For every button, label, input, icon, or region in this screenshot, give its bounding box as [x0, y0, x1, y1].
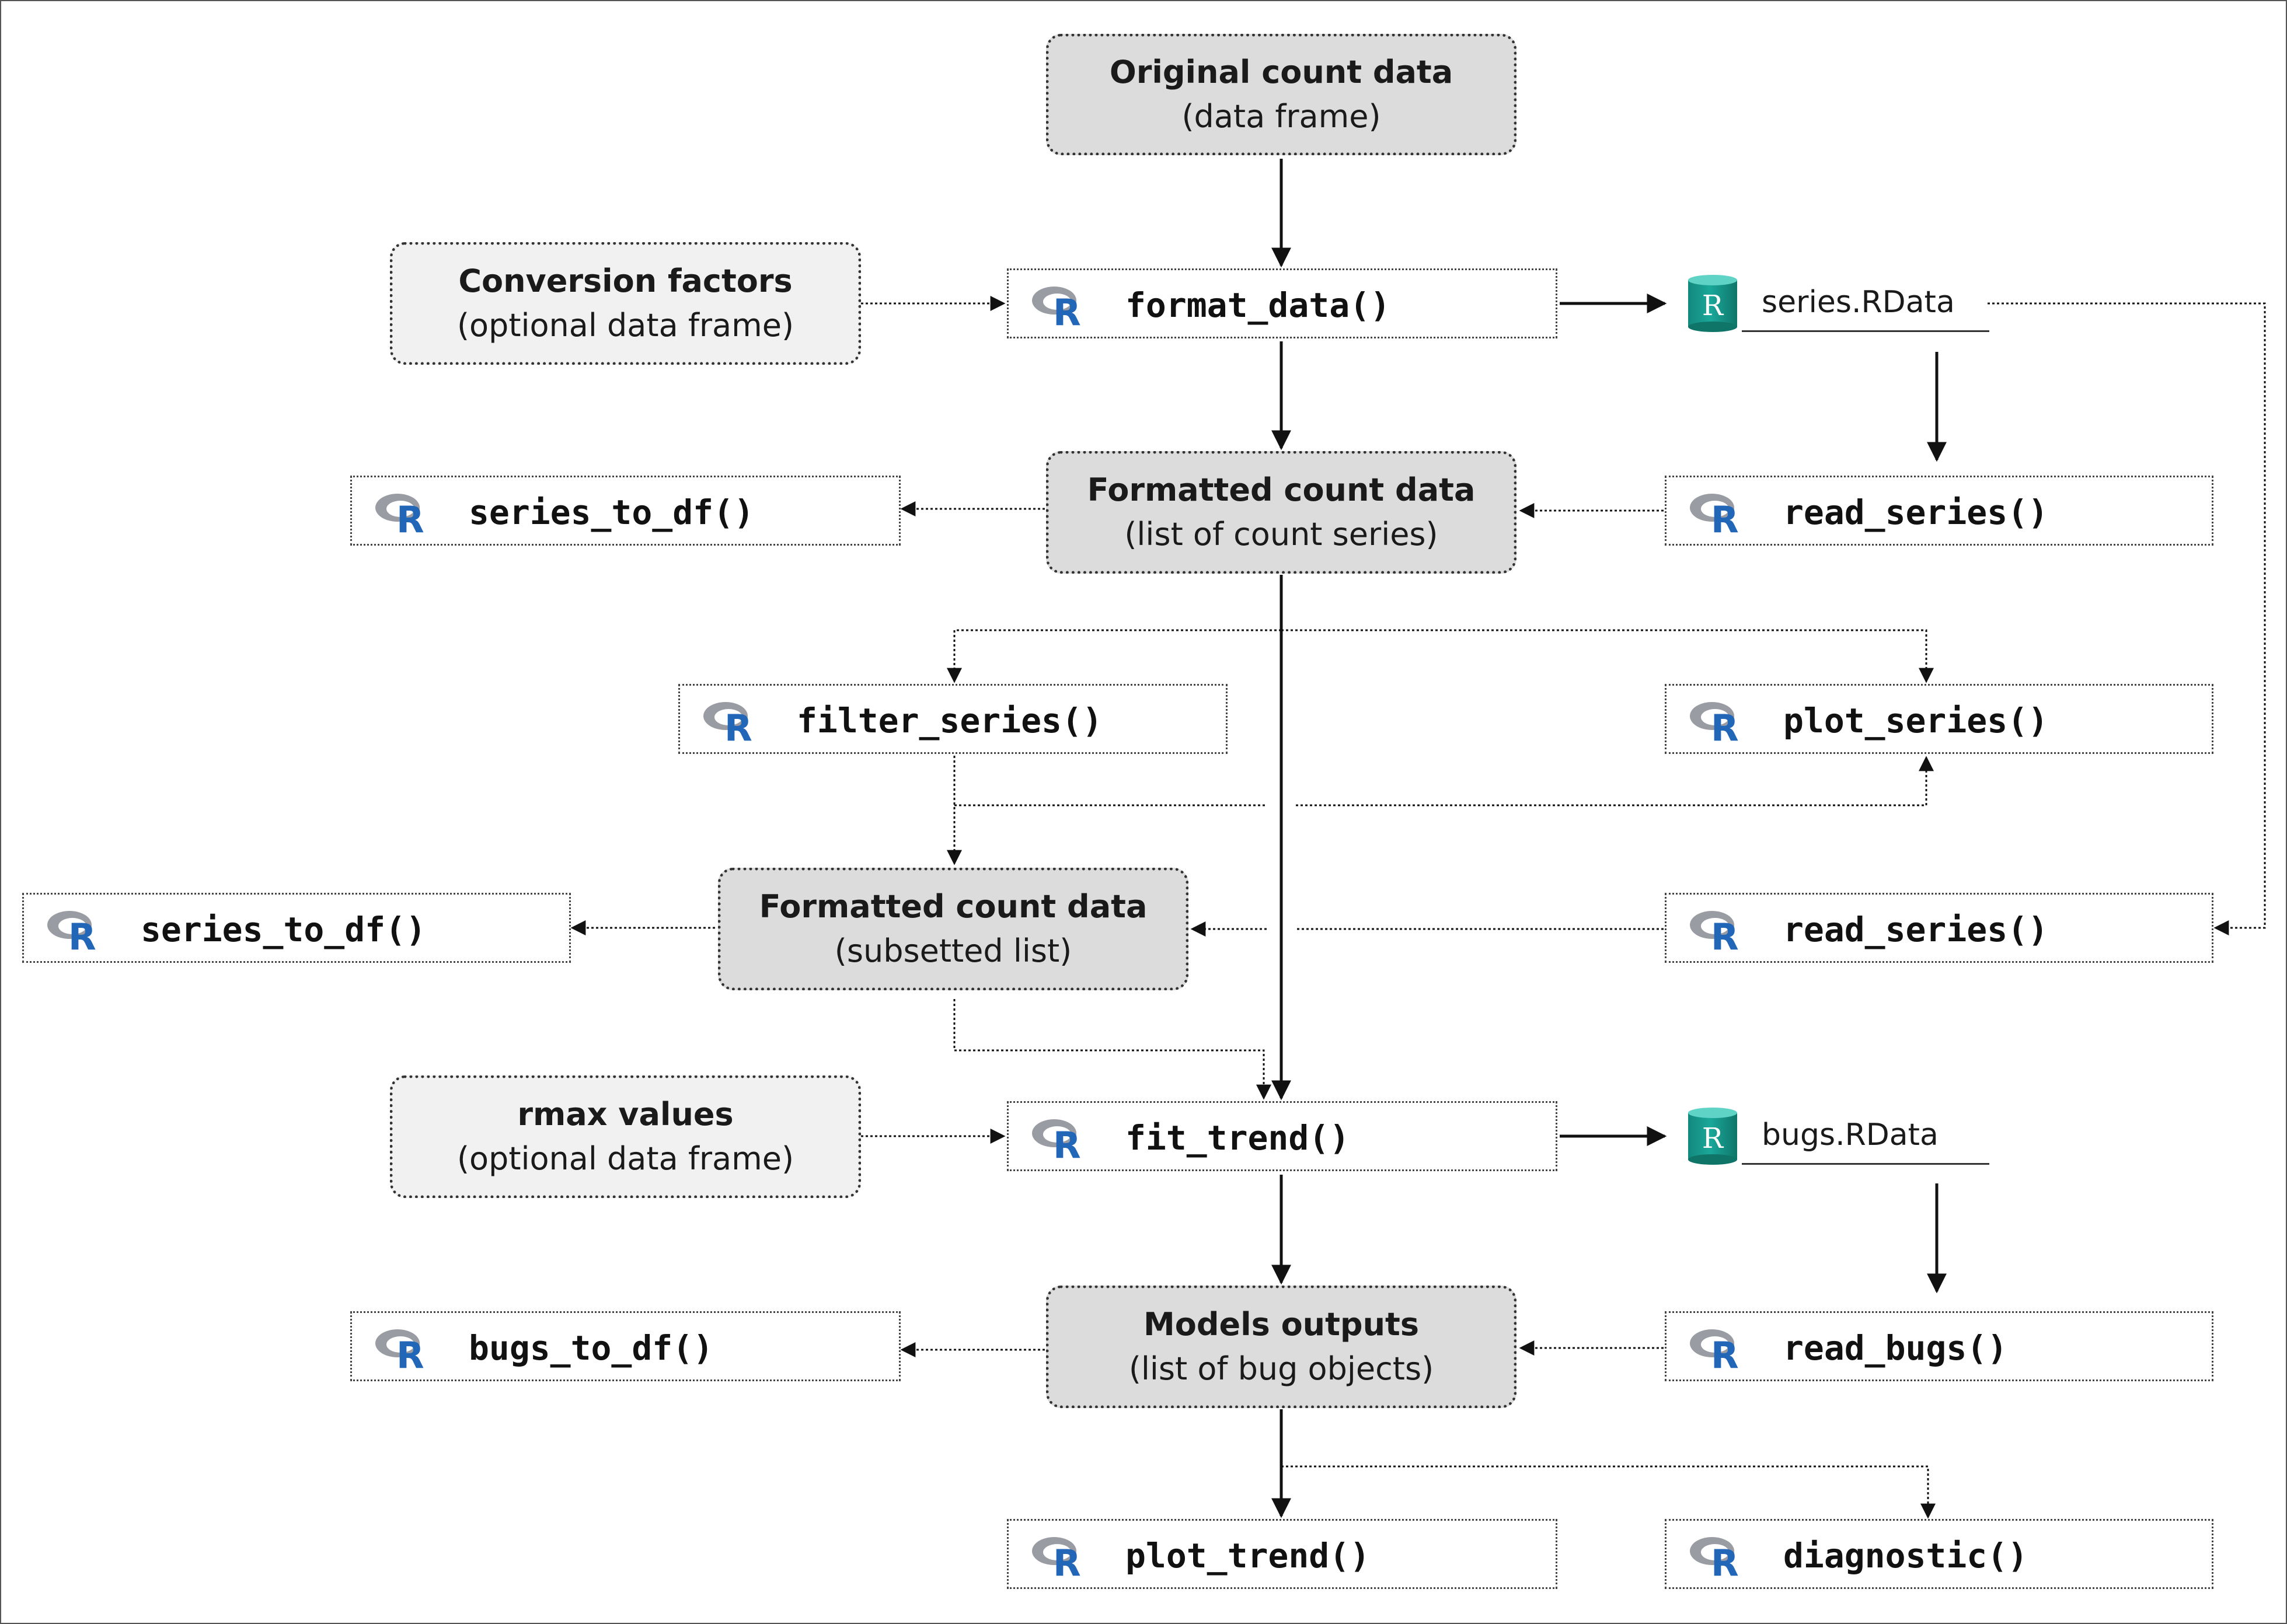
fn-filter-series: R filter_series(): [678, 684, 1228, 754]
svg-text:R: R: [1711, 498, 1739, 535]
r-logo-icon: R: [1688, 699, 1746, 749]
fn-series-to-df-2: R series_to_df(): [22, 893, 571, 963]
r-logo-icon: R: [373, 490, 431, 541]
file-name: bugs.RData: [1762, 1117, 1939, 1152]
svg-text:R: R: [1053, 1124, 1081, 1160]
fn-bugs-to-df: R bugs_to_df(): [350, 1311, 901, 1381]
function-name: read_series(): [1783, 493, 2048, 532]
arrow-branch-to-filter-series: [947, 629, 1281, 683]
function-name: read_series(): [1783, 910, 2048, 949]
fn-diagnostic: R diagnostic(): [1665, 1519, 2213, 1589]
function-name: bugs_to_df(): [469, 1328, 714, 1368]
file-underline: [1742, 1163, 1989, 1165]
svg-text:R: R: [1711, 1334, 1739, 1370]
node-title: Original count data: [1109, 54, 1453, 90]
models-outputs-node: Models outputs (list of bug objects): [1046, 1286, 1516, 1408]
fn-read-bugs: R read_bugs(): [1665, 1311, 2213, 1381]
svg-text:R: R: [724, 707, 752, 743]
file-underline: [1742, 330, 1989, 332]
svg-text:R: R: [68, 916, 96, 952]
r-logo-icon: R: [701, 699, 759, 749]
function-name: read_bugs(): [1783, 1328, 2008, 1368]
svg-text:R: R: [1711, 707, 1739, 743]
node-subtitle: (subsetted list): [834, 933, 1072, 969]
conversion-factors-node: Conversion factors (optional data frame): [390, 242, 861, 365]
r-logo-icon: R: [1688, 1326, 1746, 1377]
node-subtitle: (data frame): [1181, 98, 1381, 135]
function-name: plot_trend(): [1125, 1536, 1371, 1576]
arrow-models-to-diagnostic: [1281, 1465, 1936, 1519]
fn-read-series-1: R read_series(): [1665, 476, 2213, 546]
fn-series-to-df-1: R series_to_df(): [350, 476, 901, 546]
svg-text:R: R: [1702, 1122, 1724, 1155]
r-logo-icon: R: [1030, 1534, 1088, 1584]
r-logo-icon: R: [1030, 1116, 1088, 1167]
fn-format-data: R format_data(): [1007, 268, 1557, 338]
rdata-file-icon: R: [1686, 274, 1739, 333]
r-logo-icon: R: [1030, 283, 1088, 334]
node-subtitle: (list of bug objects): [1128, 1350, 1434, 1387]
formatted-count-data-node: Formatted count data (list of count seri…: [1046, 451, 1516, 574]
fn-read-series-2: R read_series(): [1665, 893, 2213, 963]
node-title: Formatted count data: [759, 888, 1148, 925]
svg-text:R: R: [1053, 1542, 1081, 1578]
svg-text:R: R: [1702, 289, 1724, 322]
fn-fit-trend: R fit_trend(): [1007, 1101, 1557, 1171]
arrow-subsetted-to-fit: [953, 999, 1271, 1100]
svg-text:R: R: [1053, 291, 1081, 327]
original-count-data-node: Original count data (data frame): [1046, 34, 1516, 155]
arrow-subsetted-to-plot-series: [1296, 756, 1934, 806]
svg-text:R: R: [1711, 1542, 1739, 1578]
node-subtitle: (list of count series): [1124, 516, 1438, 553]
r-logo-icon: R: [45, 907, 103, 958]
svg-text:R: R: [396, 498, 424, 535]
rdata-file-icon: R: [1686, 1107, 1739, 1165]
function-name: plot_series(): [1783, 701, 2048, 741]
svg-text:R: R: [396, 1334, 424, 1370]
function-name: series_to_df(): [469, 493, 754, 532]
function-name: filter_series(): [797, 701, 1103, 741]
arrow-series-file-to-read-series-2: [1988, 302, 2266, 935]
rmax-values-node: rmax values (optional data frame): [390, 1075, 861, 1198]
r-logo-icon: R: [1688, 907, 1746, 958]
fn-plot-series: R plot_series(): [1665, 684, 2213, 754]
function-name: diagnostic(): [1783, 1536, 2028, 1576]
r-logo-icon: R: [1688, 1534, 1746, 1584]
fn-plot-trend: R plot_trend(): [1007, 1519, 1557, 1589]
node-subtitle: (optional data frame): [456, 1140, 794, 1177]
function-name: fit_trend(): [1125, 1118, 1350, 1158]
node-title: rmax values: [517, 1096, 734, 1133]
r-logo-icon: R: [373, 1326, 431, 1377]
node-title: Models outputs: [1144, 1306, 1419, 1343]
file-name: series.RData: [1762, 285, 1955, 320]
subsetted-count-data-node: Formatted count data (subsetted list): [718, 868, 1188, 990]
node-title: Conversion factors: [458, 263, 793, 299]
function-name: series_to_df(): [141, 910, 426, 949]
function-name: format_data(): [1125, 285, 1390, 325]
node-title: Formatted count data: [1087, 472, 1476, 508]
r-logo-icon: R: [1688, 490, 1746, 541]
arrow-branch-to-plot-series: [1281, 629, 1934, 683]
svg-text:R: R: [1711, 916, 1739, 952]
node-subtitle: (optional data frame): [456, 307, 794, 344]
